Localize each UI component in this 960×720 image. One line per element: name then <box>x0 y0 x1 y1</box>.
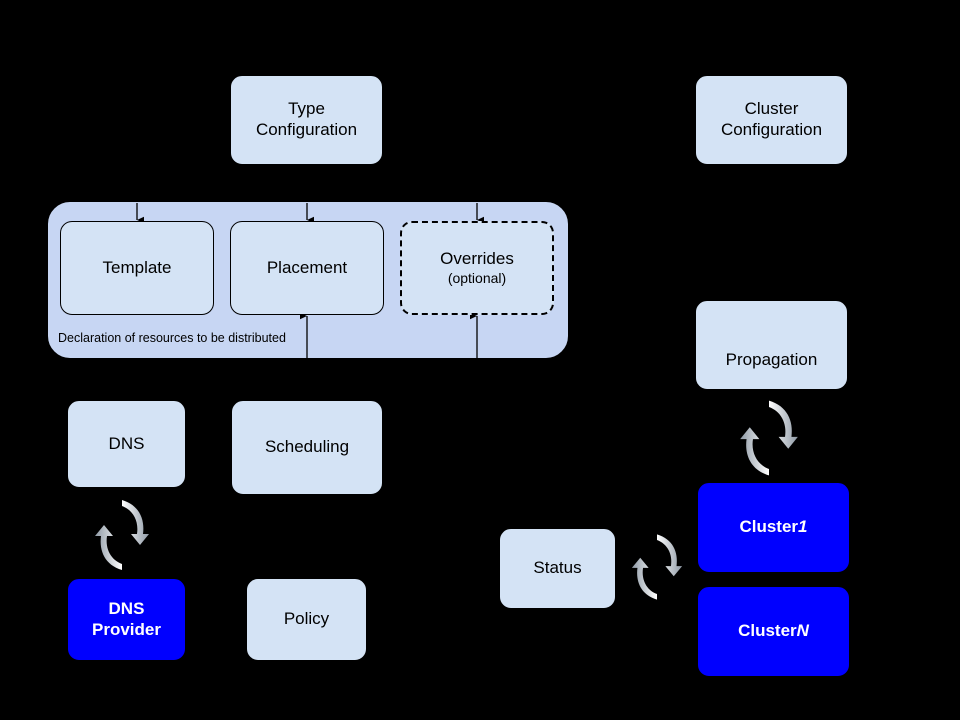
node-cluster-1-index: 1 <box>798 517 808 537</box>
node-cluster-n-index: N <box>796 621 809 641</box>
node-template[interactable]: Template <box>60 221 214 315</box>
federated-resource-caption: Declaration of resources to be distribut… <box>58 331 286 345</box>
node-scheduling[interactable]: Scheduling <box>231 400 383 495</box>
node-dns[interactable]: DNS <box>67 400 186 488</box>
node-placement[interactable]: Placement <box>230 221 384 315</box>
node-overrides[interactable]: Overrides (optional) <box>400 221 554 315</box>
sync-arrows-icon-dns <box>95 500 149 570</box>
node-cluster-n-label: Cluster <box>738 621 797 641</box>
sync-arrows-icon-status <box>631 534 683 600</box>
node-type-configuration[interactable]: Type Configuration <box>230 75 383 165</box>
node-cluster-1-label: Cluster <box>739 517 799 537</box>
node-dns-provider[interactable]: DNS Provider <box>67 578 186 661</box>
node-policy[interactable]: Policy <box>246 578 367 661</box>
node-status[interactable]: Status <box>499 528 616 609</box>
sync-arrows-icon-propagation <box>740 400 798 476</box>
node-cluster-configuration[interactable]: Cluster Configuration <box>695 75 848 165</box>
node-cluster-n[interactable]: Cluster N <box>697 586 850 677</box>
node-cluster-1[interactable]: Cluster 1 <box>697 482 850 573</box>
node-overrides-sublabel: (optional) <box>447 269 507 286</box>
node-overrides-label: Overrides <box>440 249 514 269</box>
node-propagation[interactable]: Propagation <box>695 300 848 390</box>
